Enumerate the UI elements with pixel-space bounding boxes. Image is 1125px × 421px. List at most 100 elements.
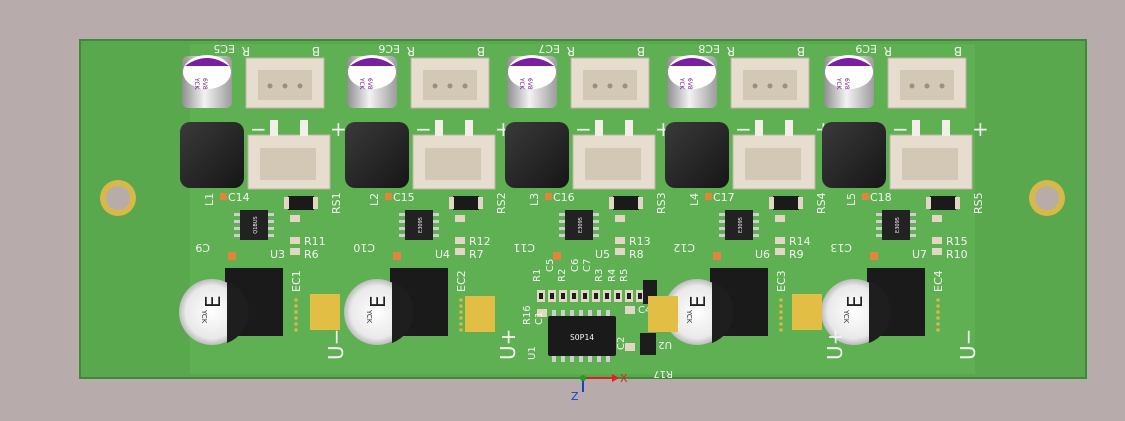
label-rs3: RS3: [655, 192, 668, 214]
label-ec7: EC7: [538, 42, 560, 55]
connector-top: [887, 57, 967, 109]
connector-top: [730, 57, 810, 109]
label-r16: R16: [522, 305, 533, 325]
ic-marking: Q1BUS: [253, 216, 259, 233]
label-r2: R2: [557, 269, 568, 282]
label-c9: C9: [195, 241, 210, 254]
label-u2: U2: [658, 339, 672, 350]
label-u3: U3: [270, 248, 285, 261]
label-r11: R11: [304, 235, 326, 248]
cap-marking-brand: YCK: [358, 77, 365, 91]
label-c1: C1: [534, 312, 545, 325]
mounting-hole-right: [1029, 180, 1065, 216]
label-l3: L3: [528, 193, 541, 206]
ic-marking: E3095: [578, 217, 584, 233]
cap-marking-value: 6V8: [526, 78, 533, 90]
axis-triad[interactable]: X Z: [571, 372, 628, 403]
cap-marking-brand: YCK: [842, 309, 850, 324]
label-left-plus: U+: [496, 329, 520, 360]
axis-z-label: Z: [571, 390, 579, 403]
label-l5: L5: [845, 193, 858, 206]
label-c6: C6: [570, 259, 581, 272]
connector-bottom: [732, 120, 816, 190]
pin-label-r: R: [884, 44, 892, 58]
label-r4: R4: [607, 269, 618, 282]
ic-marking: E3095: [895, 217, 901, 233]
inductor-l1: [180, 122, 244, 188]
label-rs5: RS5: [972, 192, 985, 214]
label-c4: C4: [638, 305, 651, 316]
label-r10: R10: [946, 248, 968, 261]
label-r17: R17: [653, 368, 673, 379]
label-right-minus: U−: [956, 329, 980, 360]
ic-u5: E3095: [559, 210, 599, 240]
connector-bottom: [247, 120, 331, 190]
cap-marking-value: 6V8: [366, 78, 373, 90]
label-r7: R7: [469, 248, 484, 261]
cap-marking-letter: E: [201, 295, 225, 308]
pin-label-r: R: [242, 44, 250, 58]
label-left-minus: U−: [324, 329, 348, 360]
label-ec6: EC6: [378, 42, 400, 55]
inductor-l4: [665, 122, 729, 188]
label-u1: U1: [527, 346, 538, 360]
axis-x-label: X: [620, 372, 628, 385]
channel-4: 6V8YCKEC8RB−+L4C17RS4E3095R14R9U6C12EYCK…: [664, 42, 832, 345]
pin-label-r: R: [727, 44, 735, 58]
inductor-l5: [822, 122, 886, 188]
ic-u7: E3095: [876, 210, 916, 240]
label-ec1: EC1: [290, 270, 303, 292]
pin-label-b: B: [797, 44, 805, 58]
label-c7: C7: [582, 259, 593, 272]
cap-marking-letter: E: [366, 295, 390, 308]
cap-marking-brand: YCK: [835, 77, 842, 91]
center-ic-label: SOP14: [570, 333, 594, 342]
pin-label-plus: +: [972, 117, 989, 141]
label-r1: R1: [532, 269, 543, 282]
pin-label-b: B: [954, 44, 962, 58]
pin-label-b: B: [637, 44, 645, 58]
pin-label-plus: +: [330, 117, 347, 141]
pin-label-r: R: [567, 44, 575, 58]
label-rs2: RS2: [495, 192, 508, 214]
connector-top: [410, 57, 490, 109]
label-u6: U6: [755, 248, 770, 261]
label-ec3: EC3: [775, 270, 788, 292]
label-l4: L4: [688, 193, 701, 206]
cap-marking-brand: YCK: [200, 309, 208, 324]
connector-bottom: [572, 120, 656, 190]
cap-marking-brand: YCK: [685, 309, 693, 324]
inductor-l2: [345, 122, 409, 188]
label-r13: R13: [629, 235, 651, 248]
pin-label-minus: −: [735, 117, 752, 141]
mounting-hole-left: [100, 180, 136, 216]
label-r8: R8: [629, 248, 644, 261]
pin-label-minus: −: [892, 117, 909, 141]
connector-bottom: [412, 120, 496, 190]
label-ec4: EC4: [932, 270, 945, 292]
ic-marking: E3095: [418, 217, 424, 233]
label-c17: C17: [713, 191, 735, 204]
pin-label-r: R: [407, 44, 415, 58]
label-ec5: EC5: [213, 42, 235, 55]
cap-marking-brand: YCK: [365, 309, 373, 324]
label-c2: C2: [616, 337, 627, 350]
label-r12: R12: [469, 235, 491, 248]
cap-marking-brand: YCK: [518, 77, 525, 91]
pin-label-b: B: [312, 44, 320, 58]
cap-marking-letter: E: [843, 295, 867, 308]
label-right-plus: U+: [823, 329, 847, 360]
cap-marking-value: 6V8: [686, 78, 693, 90]
label-l1: L1: [203, 193, 216, 206]
cap-marking-letter: E: [686, 295, 710, 308]
label-u5: U5: [595, 248, 610, 261]
connector-top: [245, 57, 325, 109]
